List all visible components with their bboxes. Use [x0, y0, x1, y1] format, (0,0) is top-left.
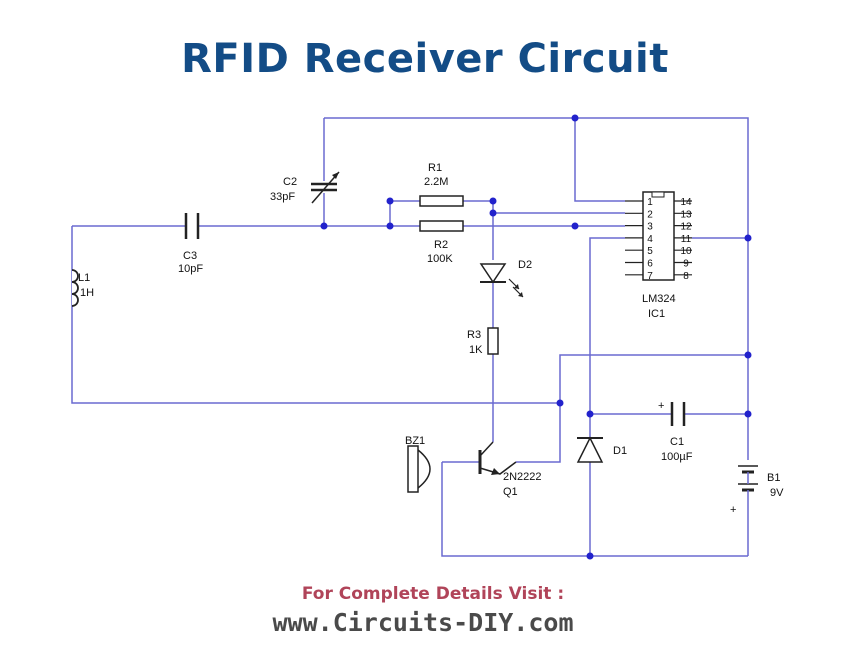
ic-pin-number: 10: [680, 246, 692, 257]
inductor-l1: L1 1H: [71, 269, 94, 307]
junction: [386, 197, 394, 205]
q1-value: 2N2222: [503, 471, 542, 483]
ic-pin-number: 13: [680, 209, 692, 220]
ic-body: [642, 191, 675, 281]
junction: [489, 197, 497, 205]
junction: [586, 552, 594, 560]
r2-ref: R2: [434, 239, 448, 251]
ic-notch: [651, 191, 665, 198]
c2-value: 33pF: [270, 191, 295, 203]
resistor-r3: R3 1K: [467, 327, 499, 356]
r3-value: 1K: [469, 344, 483, 356]
wire-step: [559, 354, 748, 403]
d2-ref: D2: [518, 259, 532, 271]
ic-pin-number: 1: [647, 197, 653, 208]
l1-ref: L1: [78, 272, 90, 284]
diode-d1: D1: [576, 436, 627, 463]
c1-value: 100µF: [661, 451, 693, 463]
q1-ref: Q1: [503, 486, 518, 498]
ic-pin-number: 2: [647, 209, 653, 220]
ic-pin-number: 8: [683, 271, 689, 282]
transistor-q1: 2N2222 Q1: [478, 441, 542, 498]
ic-pin-number: 12: [680, 222, 692, 233]
ic-pin-lines: [625, 200, 692, 276]
b1-ref: B1: [767, 472, 780, 484]
wire-bottom-loop: [71, 226, 560, 404]
junctions: [320, 114, 752, 560]
capacitor-c1: + C1 100µF: [658, 400, 693, 463]
wire-pin4: [589, 237, 625, 414]
c1-polarity: +: [658, 400, 664, 412]
footer-site-link[interactable]: www.Circuits-DIY.com: [272, 608, 574, 637]
junction: [744, 351, 752, 359]
junction: [386, 222, 394, 230]
ic-pin-number: 3: [647, 222, 653, 233]
r1-ref: R1: [428, 162, 442, 174]
ic-pin-number: 5: [647, 246, 653, 257]
junction: [744, 234, 752, 242]
ic-pin-number: 7: [647, 271, 653, 282]
r1-value: 2.2M: [424, 176, 448, 188]
b1-value: 9V: [770, 487, 784, 499]
junction: [571, 222, 579, 230]
footer-visit-text: For Complete Details Visit :: [301, 584, 565, 604]
b1-polarity: +: [730, 504, 736, 516]
resistor-r2: R2 100K: [419, 220, 464, 265]
l1-value: 1H: [80, 287, 94, 299]
ic1-ref: IC1: [648, 308, 665, 320]
c3-value: 10pF: [178, 263, 203, 275]
junction: [744, 410, 752, 418]
ic1-part: LM324: [642, 293, 676, 305]
capacitor-c3: C3 10pF: [158, 213, 226, 275]
junction: [571, 114, 579, 122]
wire-top-rail: [324, 117, 749, 556]
junction: [556, 399, 564, 407]
ic-pin-number: 9: [683, 259, 689, 270]
c1-ref: C1: [670, 436, 684, 448]
r3-ref: R3: [467, 329, 481, 341]
r2-value: 100K: [427, 253, 453, 265]
ic-pin-number: 6: [647, 259, 653, 270]
ic-pin-number: 14: [680, 197, 692, 208]
wire-bottom-rail: [441, 462, 748, 557]
junction: [489, 209, 497, 217]
junction: [586, 410, 594, 418]
junction: [320, 222, 328, 230]
capacitor-c2-variable: C2 33pF: [270, 171, 340, 204]
wire-pin1: [574, 118, 625, 202]
c3-ref: C3: [183, 250, 197, 262]
d1-ref: D1: [613, 445, 627, 457]
ic-pin-number: 4: [647, 234, 653, 245]
page-title: RFID Receiver Circuit: [181, 36, 669, 82]
bz1-ref: BZ1: [405, 435, 425, 447]
buzzer-bz1: BZ1: [405, 435, 431, 493]
led-d2: D2: [479, 259, 532, 298]
resistor-r1: R1 2.2M: [419, 162, 464, 207]
ic-pin-number: 11: [681, 234, 692, 245]
wire-q1-emitter: [516, 403, 561, 463]
wire-pin2: [492, 201, 625, 214]
c2-ref: C2: [283, 176, 297, 188]
battery-b1: + B1 9V: [730, 460, 784, 516]
